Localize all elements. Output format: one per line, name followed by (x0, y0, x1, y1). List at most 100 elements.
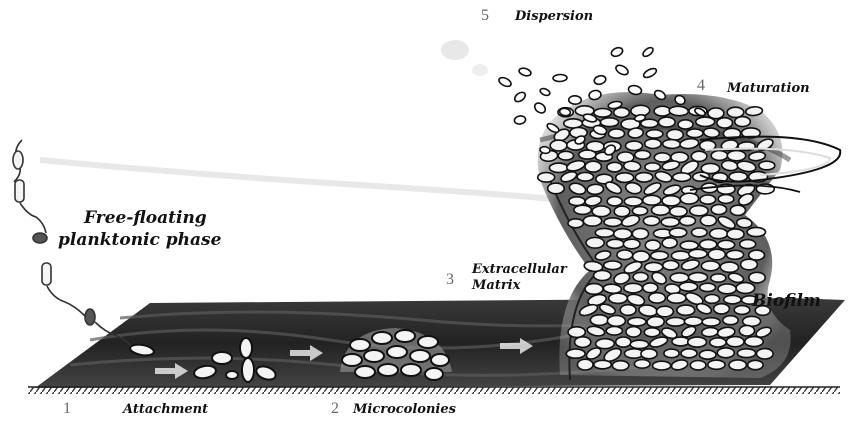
biofilm-cell (669, 106, 688, 116)
biofilm-cell (663, 139, 681, 148)
biofilm-cell (645, 262, 663, 271)
biofilm-cell (730, 205, 745, 215)
biofilm-cell (718, 284, 736, 294)
biofilm-cell (574, 205, 591, 214)
biofilm-cell (634, 360, 650, 369)
biofilm-cell (620, 305, 636, 316)
biofilm-cell (612, 361, 628, 371)
biofilm-cell (607, 197, 622, 206)
biofilm-cell (741, 259, 758, 270)
biofilm-cell (645, 163, 660, 171)
biofilm-cell (734, 306, 750, 315)
biofilm-cell (623, 239, 640, 249)
biofilm-cell (759, 161, 775, 170)
biofilm-cell (729, 172, 747, 181)
biofilm-cell (647, 316, 665, 327)
biofilm-cell (729, 360, 746, 370)
biofilm-cell (550, 140, 567, 151)
biofilm-cell (624, 197, 642, 206)
biofilm-cell (702, 318, 720, 326)
biofilm-cell (626, 327, 641, 337)
biofilm-cell (662, 196, 680, 206)
biofilm-cell (700, 283, 716, 291)
biofilm-cell (607, 162, 622, 172)
biofilm-cell (606, 327, 622, 336)
biofilm-cell (607, 316, 625, 327)
biofilm-cell (680, 216, 696, 225)
planktonic-cell (42, 263, 51, 285)
biofilm-cell (632, 228, 648, 239)
biofilm-cell (568, 327, 585, 338)
biofilm-cell (662, 238, 677, 249)
dispersing-cell (533, 101, 547, 115)
biofilm-cell (601, 118, 619, 127)
biofilm-cell (705, 295, 720, 304)
biofilm-cell (700, 215, 716, 226)
biofilm-cell (643, 195, 661, 205)
biofilm-cell (699, 350, 716, 359)
dispersing-cell (610, 46, 624, 58)
dispersing-cell (540, 146, 551, 154)
biofilm-cell (594, 360, 611, 369)
biofilm-cell (726, 250, 743, 259)
biofilm-cell (646, 130, 663, 138)
biofilm-cell (677, 305, 695, 315)
extracellular-line1: Extracellular (472, 262, 567, 278)
planktonic-cell (13, 151, 23, 169)
biofilm-cell (736, 218, 752, 229)
biofilm-cell (678, 120, 693, 129)
biofilm-cell (710, 338, 726, 347)
biofilm-cell (696, 117, 715, 126)
biofilm-cell (688, 337, 707, 347)
biofilm-cell (689, 273, 708, 282)
biofilm-cell (568, 219, 583, 228)
dispersing-cell (641, 46, 654, 58)
biofilm-cell (680, 241, 698, 250)
free-floating-line1: Free-floating (82, 207, 221, 229)
planktonic-cell (15, 180, 24, 202)
biofilm-cell (548, 183, 565, 194)
biofilm-cell (720, 262, 738, 273)
biofilm-cell (718, 240, 735, 249)
biofilm-cell (566, 349, 585, 358)
biofilm-cell (740, 240, 756, 249)
biofilm-cell (735, 117, 751, 127)
biofilm-cell (614, 206, 630, 217)
biofilm-cell (652, 205, 670, 215)
biofilm-cell (727, 151, 745, 161)
biofilm-cell (727, 229, 744, 239)
dispersing-cell (514, 115, 526, 125)
biofilm-cell (654, 153, 670, 162)
biofilm-cell (737, 349, 755, 358)
biofilm-cell (739, 325, 754, 336)
hatched-base (28, 387, 840, 394)
biofilm-cell (564, 119, 583, 128)
biofilm-cell (595, 228, 614, 237)
biofilm-cell (690, 206, 708, 216)
biofilm-cell (663, 261, 679, 270)
biofilm-cell (641, 349, 657, 359)
biofilm-cell (590, 315, 608, 326)
biofilm-cell (585, 284, 603, 295)
biofilm-cell (726, 337, 744, 347)
stage-5-name: Dispersion (515, 9, 593, 24)
biofilm-cell (645, 139, 661, 149)
biofilm-cell (711, 151, 727, 161)
biofilm-cell (575, 337, 591, 348)
biofilm-cell (748, 360, 763, 369)
biofilm-cell (643, 283, 658, 293)
biofilm-cell (717, 118, 733, 128)
biofilm-cell (711, 274, 726, 282)
biofilm-cell (577, 359, 593, 370)
biofilm-cell (632, 207, 647, 216)
biofilm-cell (690, 361, 706, 370)
biofilm-cell (689, 249, 707, 258)
biofilm-cell (654, 106, 671, 116)
faint-smudge (441, 40, 469, 60)
dispersing-cell (614, 63, 629, 76)
stage-4-number: 4 (697, 77, 705, 95)
faint-streak (40, 160, 560, 200)
biofilm-cell (604, 218, 622, 227)
biofilm-cell (604, 261, 622, 270)
dispersing-cell (539, 87, 551, 97)
